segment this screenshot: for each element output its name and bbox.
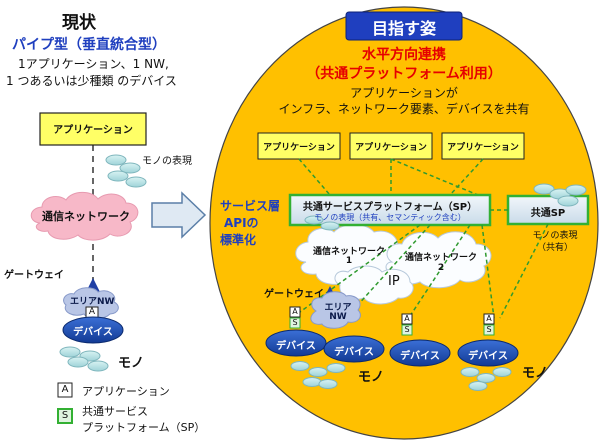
right-device-2: [323, 335, 385, 363]
desc-line1: アプリケーションが: [350, 86, 458, 100]
stack-s-3: S: [486, 325, 492, 334]
stack-a-3: A: [486, 314, 492, 323]
sp-title: 共通サービスプラットフォーム（SP）: [302, 202, 478, 213]
left-gateway-label: ゲートウェイ: [4, 270, 64, 281]
left-network-cloud: [30, 191, 139, 241]
left-device: [62, 316, 124, 344]
common-sp-box: [288, 193, 492, 227]
right-device-label-4: デバイス: [468, 351, 508, 362]
right-area-label-2: NW: [329, 312, 347, 322]
left-title: 現状: [62, 13, 96, 33]
right-device-label-3: デバイス: [400, 351, 440, 362]
right-device-label-1: デバイス: [276, 341, 316, 352]
shared-repr-label-1: モノの表現: [532, 231, 578, 241]
api-label-2: APIの: [224, 216, 259, 230]
left-thing-label: モノ: [118, 356, 145, 371]
right-thing-pills: [290, 361, 512, 391]
headline-line1: 水平方向連携: [362, 47, 446, 63]
left-thing-repr-pills: [105, 154, 147, 188]
left-thing-pills: [59, 346, 109, 372]
stack-s-2: S: [404, 325, 410, 334]
left-area-nw-label: エリアNW: [70, 297, 115, 307]
legend-sp-label-2: プラットフォーム（SP）: [82, 421, 206, 434]
network-2-number: 2: [437, 263, 445, 273]
right-thing-label-2: モノ: [522, 366, 549, 381]
left-desc-line2: 1 つあるいは少種類 のデバイス: [6, 74, 177, 88]
right-device-4: [457, 339, 519, 367]
left-subtitle: パイプ型（垂直統合型）: [12, 37, 166, 53]
right-thing-label-1: モノ: [358, 370, 385, 385]
shared-thing-repr-pills: [533, 183, 587, 207]
stack-a-2: A: [404, 314, 410, 323]
shared-sp-label: 共通SP: [530, 208, 566, 219]
right-app-label-1: アプリケーション: [263, 143, 335, 153]
stack-s-1: S: [292, 318, 298, 327]
app-to-sp-links: [298, 158, 484, 196]
api-label-3: 標準化: [220, 233, 257, 247]
left-desc-line1: 1アプリケーション、1 NW,: [18, 57, 169, 71]
right-area-label-1: エリア: [324, 303, 352, 313]
left-thing-repr-label: モノの表現: [142, 156, 192, 167]
network-1-number: 1: [345, 256, 353, 266]
sp-to-device-links: [299, 223, 549, 319]
legend-sp-icon-label: S: [61, 410, 69, 421]
right-app-box-3: [441, 132, 525, 160]
right-app-label-2: アプリケーション: [355, 143, 427, 153]
api-label-1: サービス層: [220, 199, 281, 213]
left-app-label: アプリケーション: [53, 125, 133, 136]
ip-label: IP: [388, 274, 400, 289]
legend-sp-label-1: 共通サービス: [82, 405, 148, 418]
sp-thing-repr-pills: [304, 215, 340, 231]
headline-line2: （共通プラットフォーム利用）: [306, 66, 502, 82]
left-area-nw-cloud: [63, 287, 119, 319]
device-stack-icons: [289, 306, 495, 336]
left-app-box: [39, 112, 147, 146]
legend-app-label: アプリケーション: [82, 385, 170, 398]
shared-repr-label-2: （共有）: [536, 243, 573, 253]
right-app-label-3: アプリケーション: [447, 143, 519, 153]
legend-app-icon: [57, 382, 73, 398]
right-device-3: [389, 339, 451, 367]
legend-sp-icon: [57, 408, 73, 424]
left-device-label: デバイス: [73, 327, 113, 338]
right-device-label-2: デバイス: [334, 347, 374, 358]
right-gateway-label: ゲートウェイ: [264, 289, 324, 300]
left-app-icon-label: A: [88, 307, 96, 317]
goal-title-box: [345, 11, 463, 41]
network-2-label: 通信ネットワーク: [404, 253, 477, 263]
stack-a-1: A: [292, 307, 298, 316]
left-network-label: 通信ネットワーク: [42, 210, 130, 223]
right-area-nw-cloud: [310, 291, 361, 329]
goal-title: 目指す姿: [371, 19, 436, 38]
legend-app-icon-label: A: [61, 384, 69, 395]
transition-arrow: [151, 191, 207, 239]
network-1-label: 通信ネットワーク: [312, 247, 385, 257]
right-device-1: [265, 329, 327, 357]
desc-line2: インフラ、ネットワーク要素、デバイスを共有: [278, 102, 530, 116]
sp-subtitle: モノの表現（共有、セマンティック含む）: [314, 213, 466, 222]
